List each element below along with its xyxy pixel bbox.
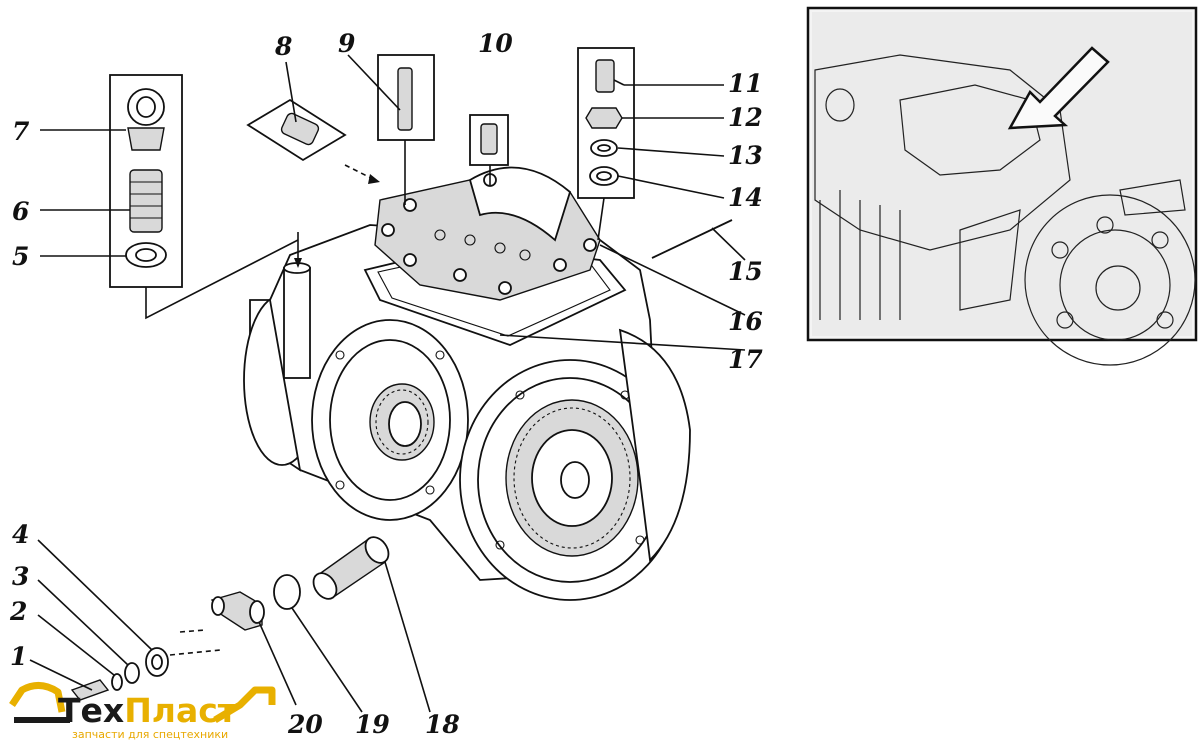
part-number-9: 9 xyxy=(338,29,355,58)
leader-lines xyxy=(29,54,746,713)
excavator-logo-icon xyxy=(9,682,66,713)
part-group-box-5-7 xyxy=(109,74,302,320)
part-group-box-11-14 xyxy=(577,47,635,241)
part-number-16: 16 xyxy=(728,307,763,336)
part-number-19: 19 xyxy=(355,710,390,739)
part-group-box-9 xyxy=(377,54,435,205)
part-number-20: 20 xyxy=(287,710,323,739)
part-group-box-8 xyxy=(246,98,380,184)
part-group-box-10 xyxy=(469,114,509,185)
o-ring xyxy=(273,574,301,610)
hydraulic-control-unit xyxy=(374,166,601,301)
pointer-arrow xyxy=(1007,46,1110,130)
logo-text-part-b: Пласт xyxy=(124,691,237,730)
part-number-labels: 1 2 3 4 5 6 7 8 9 10 11 12 13 14 15 16 1… xyxy=(9,29,763,739)
part-number-11: 11 xyxy=(728,69,763,98)
company-logo: ТехПласт запчасти для спецтехники xyxy=(9,682,276,741)
elbow-fitting xyxy=(210,591,265,631)
part-number-8: 8 xyxy=(274,32,292,61)
part-number-1: 1 xyxy=(10,642,27,671)
rod xyxy=(651,219,733,259)
part-number-4: 4 xyxy=(12,520,29,549)
part-number-13: 13 xyxy=(728,141,763,170)
part-number-7: 7 xyxy=(12,117,30,146)
filter-element xyxy=(312,536,390,600)
logo-tagline: запчасти для спецтехники xyxy=(72,728,228,741)
part-number-18: 18 xyxy=(425,710,460,739)
svg-text:ТехПласт: ТехПласт xyxy=(58,691,237,730)
logo-text-part-a: Тех xyxy=(58,691,124,730)
part-number-14: 14 xyxy=(728,183,763,212)
inset-photo xyxy=(806,6,1198,366)
part-number-3: 3 xyxy=(12,562,29,591)
part-number-17: 17 xyxy=(728,345,763,374)
part-number-15: 15 xyxy=(728,257,763,286)
drain-plug-parts xyxy=(70,629,221,701)
part-number-2: 2 xyxy=(9,597,27,626)
part-number-10: 10 xyxy=(478,29,513,58)
part-number-12: 12 xyxy=(728,103,763,132)
part-number-5: 5 xyxy=(12,242,29,271)
part-number-6: 6 xyxy=(12,197,29,226)
